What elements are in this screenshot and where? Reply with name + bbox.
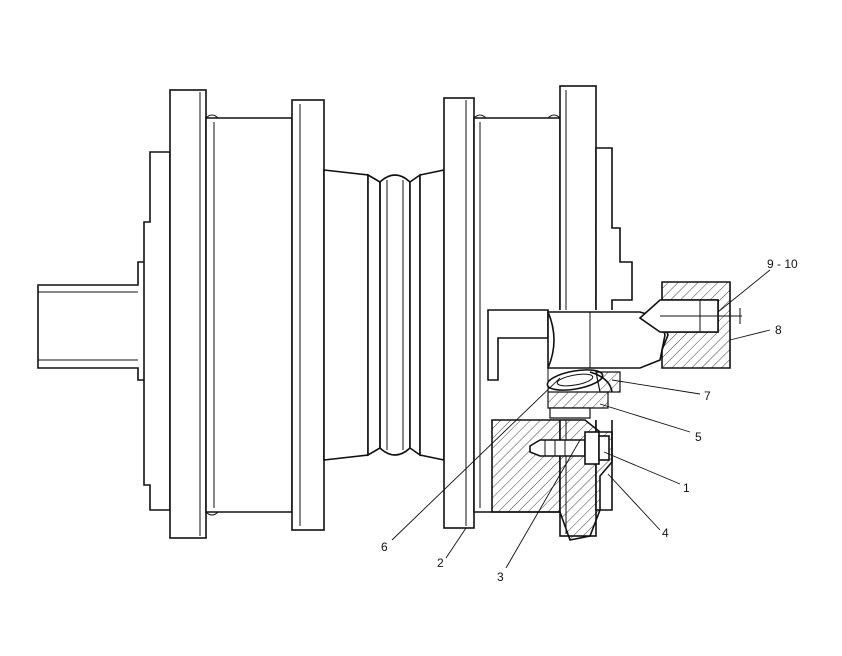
- right-main-flange: [443, 97, 475, 529]
- left-inner-flange: [291, 99, 325, 531]
- shaft-left: [37, 261, 151, 381]
- callout-5: 5: [695, 430, 702, 444]
- callout-4: 4: [662, 526, 669, 540]
- center-hub: [323, 169, 445, 461]
- bolt: [529, 431, 610, 465]
- callout-8: 8: [775, 323, 782, 337]
- callout-labels: 9 - 10 8 7 5 1 4 6 2 3: [381, 257, 798, 584]
- callout-7: 7: [704, 389, 711, 403]
- left-collar: [143, 151, 171, 511]
- left-tread: [205, 114, 293, 516]
- seal-group: [546, 369, 621, 393]
- callout-3: 3: [497, 570, 504, 584]
- leader-lines: [391, 269, 771, 569]
- left-outer-flange: [169, 89, 207, 539]
- callout-9-10: 9 - 10: [767, 257, 798, 271]
- callout-1: 1: [683, 481, 690, 495]
- end-cap: [638, 281, 742, 369]
- callout-2: 2: [437, 556, 444, 570]
- callout-6: 6: [381, 540, 388, 554]
